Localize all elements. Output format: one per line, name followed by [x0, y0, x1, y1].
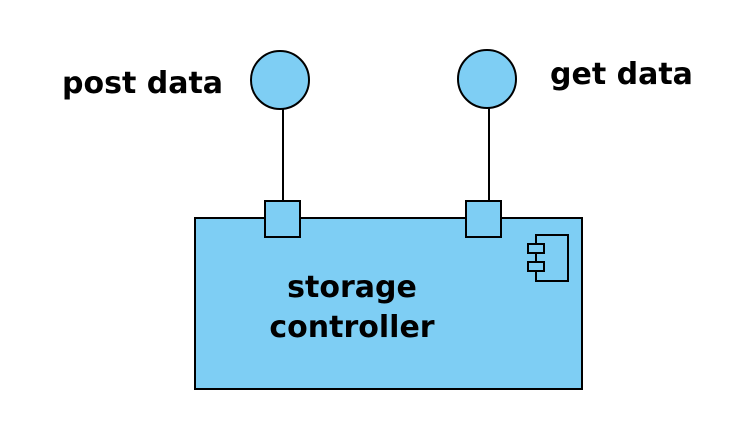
- get-data-label: get data: [550, 57, 693, 92]
- component-name-line2: controller: [269, 310, 434, 345]
- post-data-lollipop[interactable]: [250, 50, 310, 110]
- get-data-port[interactable]: [465, 200, 502, 238]
- post-data-label: post data: [62, 66, 223, 101]
- get-data-lollipop[interactable]: [457, 49, 517, 109]
- post-data-port[interactable]: [264, 200, 301, 238]
- component-box[interactable]: [194, 217, 583, 390]
- component-name-line1: storage: [287, 270, 417, 305]
- uml-component-icon: [527, 234, 569, 282]
